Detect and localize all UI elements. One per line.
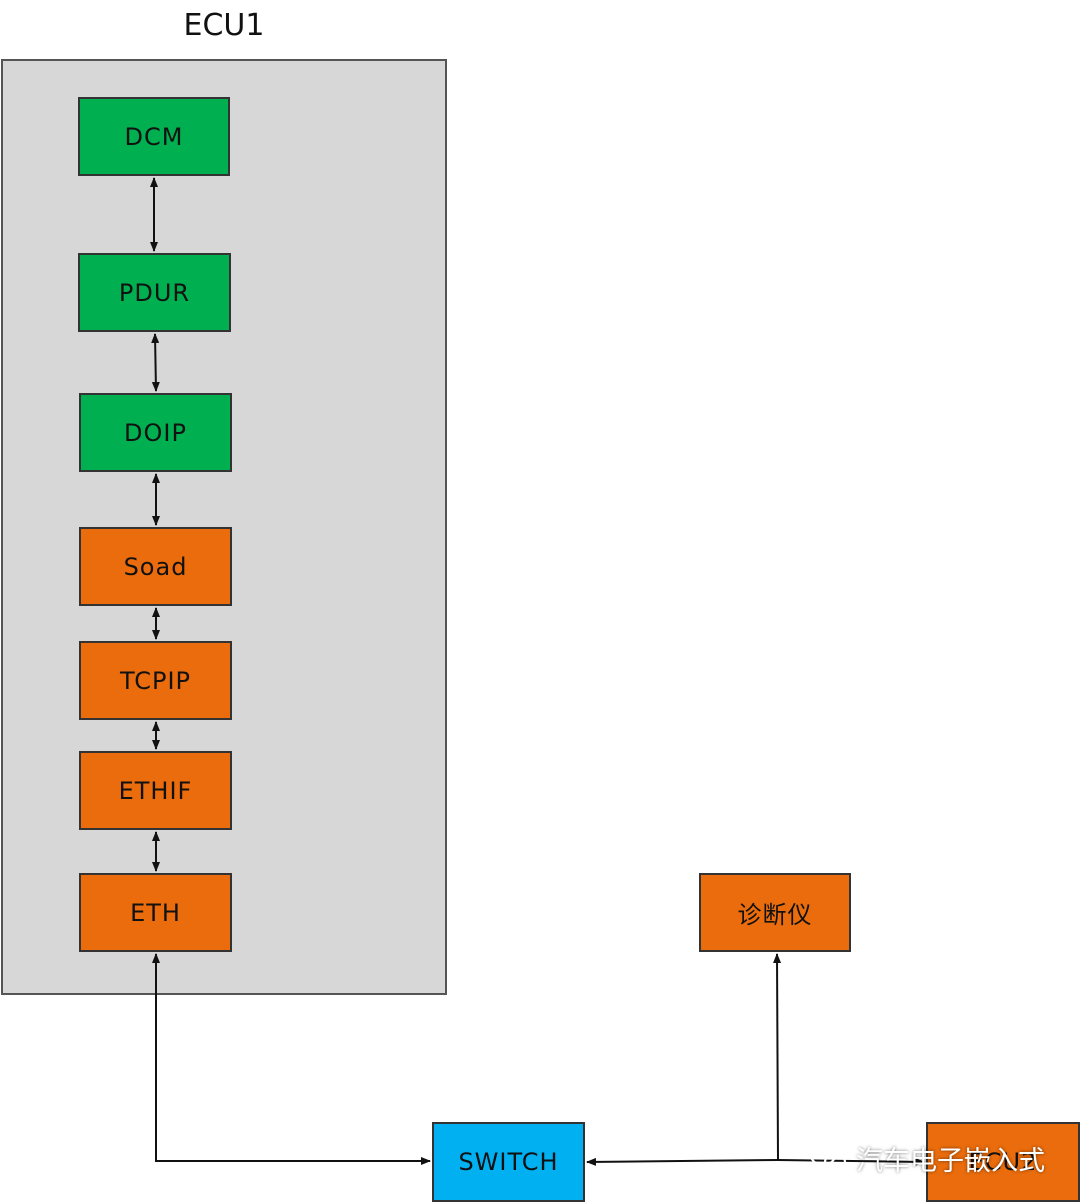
pdur-doip-link xyxy=(151,333,160,392)
watermark-text: 汽车电子嵌入式 xyxy=(856,1145,1045,1177)
eth-block[interactable]: ETH xyxy=(79,873,232,952)
ecu2-link xyxy=(777,1157,925,1166)
pdur-block[interactable]: PDUR xyxy=(78,253,231,332)
tester-link xyxy=(773,953,782,1161)
ethif-block[interactable]: ETHIF xyxy=(79,751,232,830)
watermark: 汽车电子嵌入式 xyxy=(808,1138,1045,1178)
diagnostic-tester-block[interactable]: 诊断仪 xyxy=(699,873,851,952)
wechat-icon xyxy=(809,1143,847,1172)
switch-right-link xyxy=(586,1157,779,1166)
dcm-block[interactable]: DCM xyxy=(78,97,230,176)
switch-block[interactable]: SWITCH xyxy=(432,1122,585,1202)
doip-block[interactable]: DOIP xyxy=(79,393,232,472)
eth-switch-link xyxy=(152,953,431,1165)
tcpip-block[interactable]: TCPIP xyxy=(79,641,232,720)
soad-block[interactable]: Soad xyxy=(79,527,232,606)
ecu2-block[interactable]: ECU2 xyxy=(926,1122,1080,1202)
ecu1-title: ECU1 xyxy=(183,8,265,43)
